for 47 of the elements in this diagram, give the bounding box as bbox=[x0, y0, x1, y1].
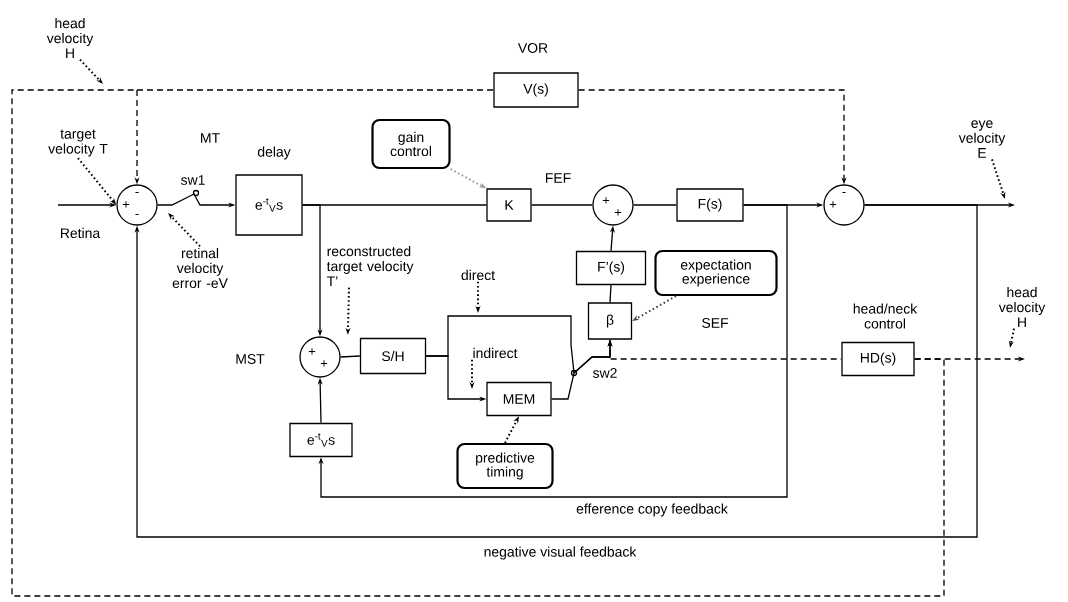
block-caption: VOR bbox=[517, 43, 548, 53]
annotation-box: gain control bbox=[371, 118, 451, 170]
transfer-function-box: e$^{-t}$$_{V}$s bbox=[235, 174, 303, 236]
block-caption: delay bbox=[257, 146, 291, 160]
leader-arrow bbox=[168, 213, 201, 248]
signal-line bbox=[531, 204, 593, 206]
signal-line bbox=[633, 204, 677, 206]
transfer-function-box: MEM bbox=[486, 381, 552, 417]
transfer-function-box: e$^{-t}$$_{V}$s bbox=[289, 422, 353, 458]
transfer-function-box: F(s) bbox=[676, 188, 744, 222]
transfer-function-box: HD(s) bbox=[841, 341, 915, 377]
transfer-function-box: S/H bbox=[359, 337, 427, 375]
signal-label: retinal velocity error -eV bbox=[172, 247, 228, 289]
leader-arrow bbox=[79, 58, 103, 84]
signal-label: MST bbox=[236, 354, 265, 364]
signal-line bbox=[340, 355, 361, 358]
signal-label: indirect bbox=[473, 347, 518, 359]
signal-label: sw1 bbox=[181, 175, 205, 185]
transfer-function-box: β bbox=[587, 302, 633, 340]
summing-junction: + + bbox=[592, 184, 634, 226]
signal-label: Retina bbox=[61, 227, 101, 239]
transfer-function-box: F’(s) bbox=[575, 250, 647, 286]
transfer-function-box: K bbox=[486, 188, 532, 222]
signal-label: head velocity H bbox=[46, 18, 94, 58]
signal-label: head velocity H bbox=[998, 287, 1046, 327]
signal-arrow bbox=[134, 204, 978, 538]
signal-line bbox=[609, 284, 612, 303]
signal-label: target velocity T bbox=[48, 129, 108, 157]
signal-label: direct bbox=[461, 269, 495, 281]
annotation-box: expectation experience bbox=[654, 249, 778, 297]
signal-label: eye velocity E bbox=[958, 120, 1006, 158]
signal-label: MT bbox=[201, 133, 220, 143]
summing-junction: + + bbox=[299, 336, 341, 378]
signal-arrow bbox=[318, 204, 788, 498]
transfer-function-box: V(s) bbox=[493, 72, 579, 108]
signal-label: FEF bbox=[545, 173, 571, 183]
signal-label: sw2 bbox=[593, 368, 617, 378]
summing-junction: + - bbox=[823, 184, 865, 226]
signal-line bbox=[136, 89, 494, 91]
signal-line bbox=[11, 89, 945, 597]
annotation-box: predictive timing bbox=[456, 442, 554, 490]
signal-label: efference copy feedback bbox=[576, 503, 728, 517]
signal-label: SEF bbox=[702, 318, 728, 328]
summing-junction: + - - bbox=[116, 184, 158, 226]
signal-label: negative visual feedback bbox=[484, 546, 637, 560]
signal-label: reconstructed target velocity T’ bbox=[326, 246, 414, 286]
block-caption: head/neck control bbox=[853, 303, 918, 329]
